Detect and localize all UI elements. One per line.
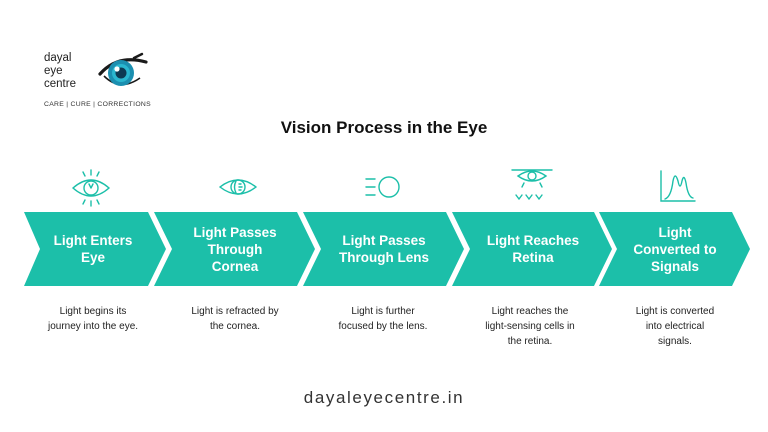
step-arrow-5: Light Converted to Signals xyxy=(599,212,750,286)
eye-light-icon xyxy=(69,167,113,207)
step-description-2: Light is refracted by the cornea. xyxy=(191,306,279,332)
signal-graph-icon xyxy=(655,167,699,207)
retina-icon xyxy=(510,162,554,202)
step-arrow-2: Light Passes Through Cornea xyxy=(154,212,315,286)
step-arrow-4: Light Reaches Retina xyxy=(452,212,612,286)
lens-light-icon xyxy=(363,167,407,207)
cornea-eye-icon xyxy=(216,167,260,207)
eye-logo-icon xyxy=(96,52,150,94)
brand-name: dayal eye centre xyxy=(44,52,76,90)
brand-logo: dayal eye centre CARE | CURE | CORRECTIO… xyxy=(40,52,170,114)
step-label-5: Light Converted to Signals xyxy=(633,224,717,274)
step-description-5: Light is converted into electrical signa… xyxy=(635,306,715,347)
website-url: dayaleyecentre.in xyxy=(303,388,465,407)
step-description-4: Light reaches the light-sensing cells in… xyxy=(485,306,575,347)
brand-tagline: CARE | CURE | CORRECTIONS xyxy=(44,101,151,108)
step-arrow-1: Light Enters Eye xyxy=(24,212,166,286)
step-arrow-3: Light Passes Through Lens xyxy=(303,212,464,286)
step-label-3: Light Passes Through Lens xyxy=(339,233,429,265)
diagram-title: Vision Process in the Eye xyxy=(280,118,488,137)
step-label-2: Light Passes Through Cornea xyxy=(193,224,277,274)
step-label-1: Light Enters Eye xyxy=(53,233,133,265)
step-description-3: Light is further focused by the lens. xyxy=(338,306,428,332)
step-label-4: Light Reaches Retina xyxy=(486,233,580,265)
step-description-1: Light begins its journey into the eye. xyxy=(47,306,139,332)
